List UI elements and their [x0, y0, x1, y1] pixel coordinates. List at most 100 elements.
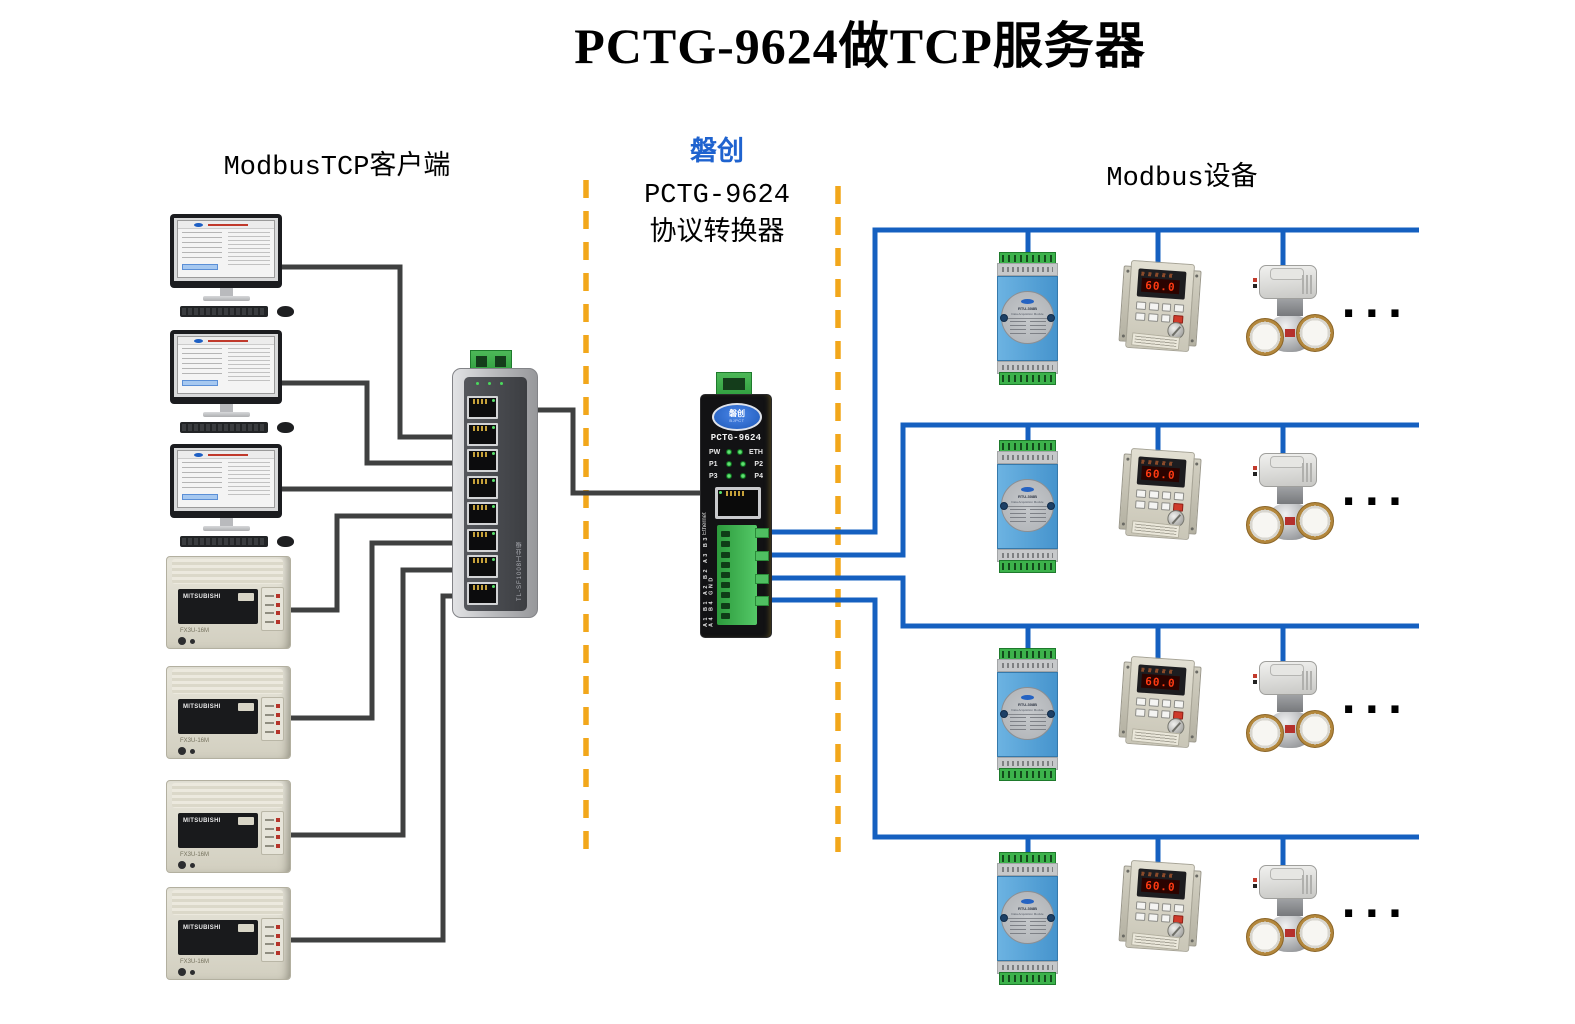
vfd-keypad: [1135, 489, 1185, 512]
devices-section-label: Modbus设备: [1106, 164, 1258, 194]
plc-potentiometer: [178, 968, 186, 976]
ellipsis-more-devices: ...: [1341, 469, 1411, 515]
monitor-base: [203, 526, 250, 531]
io-module: RTU-308B Data Acquisition Module: [997, 852, 1058, 985]
plc-front-panel: MITSUBISHI: [178, 813, 258, 848]
valve-actuator: [1259, 661, 1317, 695]
app-title-bar: [208, 224, 248, 226]
switch-port-8: [467, 581, 498, 605]
io-screw: [1000, 710, 1008, 718]
valve-flange: [1296, 502, 1334, 540]
plc-model-label: FX3U-16M: [180, 628, 210, 634]
vfd-display-value: 60.0: [1141, 277, 1180, 295]
plc-potentiometer: [190, 970, 195, 975]
switch-port-2: [467, 422, 498, 446]
vfd-display-panel: 60.0: [1136, 664, 1187, 696]
led-eth: [737, 449, 744, 455]
protocol-converter: 磐创 BJPCT PCTG-9624 PW ETH P1 P2 P3 P4 Et…: [700, 372, 780, 640]
io-screw: [1047, 710, 1055, 718]
io-brand-icon: [1021, 695, 1034, 700]
led-pw: [725, 449, 732, 455]
vfd-display-value: 60.0: [1141, 465, 1180, 483]
monitor-stand: [220, 288, 233, 296]
plc-model-label: FX3U-16M: [180, 959, 210, 965]
io-brand-icon: [1021, 487, 1034, 492]
plc-potentiometer: [190, 639, 195, 644]
terminal-tab-b2: [755, 551, 769, 561]
valve-flange: [1246, 714, 1284, 752]
config-software-window: [177, 336, 275, 394]
plc-led-panel: [261, 587, 284, 631]
vfd-inverter: 60.0: [1118, 447, 1202, 543]
ellipsis-more-devices: ...: [1341, 281, 1411, 327]
plc-potentiometer: [178, 747, 186, 755]
plc-model-label: FX3U-16M: [180, 852, 210, 858]
vfd-display-value: 60.0: [1141, 673, 1180, 691]
io-model-label: RTU-308B: [1017, 906, 1038, 911]
valve-flange: [1246, 918, 1284, 956]
plc-device: MITSUBISHI FX3U-16M: [166, 556, 291, 649]
keyboard: [180, 536, 268, 547]
switch-port-7: [467, 555, 498, 578]
monitor-screen: [170, 214, 282, 288]
io-screw: [1000, 314, 1008, 322]
io-brand-icon: [1021, 899, 1034, 904]
terminal-tab-b4: [755, 596, 769, 606]
io-screw: [1047, 914, 1055, 922]
converter-logo: 磐创 BJPCT: [712, 403, 762, 431]
config-software-window: [177, 450, 275, 508]
page-title: PCTG-9624做TCP服务器: [574, 18, 1146, 74]
io-module: RTU-308B Data Acquisition Module: [997, 440, 1058, 573]
modbus-device-row-3: RTU-308B Data Acquisition Module 60.0: [997, 648, 1437, 790]
motorized-valve: [1246, 453, 1334, 550]
config-software-window: [177, 220, 275, 278]
switch-port-1: [467, 396, 498, 419]
plc-front-panel: MITSUBISHI: [178, 589, 258, 624]
plc-vents: [172, 559, 283, 584]
io-desc-label: Data Acquisition Module: [1011, 312, 1044, 316]
plc-led-panel: [261, 697, 284, 741]
app-logo-icon: [194, 223, 203, 227]
plc-led-panel: [261, 918, 284, 962]
monitor-base: [203, 412, 250, 417]
vfd-keypad: [1135, 697, 1185, 720]
client-computer: [168, 330, 298, 434]
switch-port-3: [467, 449, 498, 472]
motorized-valve: [1246, 661, 1334, 758]
plc-potentiometer: [190, 863, 195, 868]
io-terminal-bottom: [999, 372, 1056, 385]
plc-vents: [172, 783, 283, 808]
ethernet-switch: TL-SF1008工业级: [452, 350, 538, 620]
plc-model-label: FX3U-16M: [180, 738, 210, 744]
modbus-device-row-2: RTU-308B Data Acquisition Module 60.0: [997, 440, 1437, 582]
io-module-faceplate: RTU-308B Data Acquisition Module: [1001, 891, 1054, 944]
ethernet-wires: [270, 264, 718, 943]
valve-actuator: [1259, 265, 1317, 299]
plc-front-panel: MITSUBISHI: [178, 920, 258, 955]
plc-front-panel: MITSUBISHI: [178, 699, 258, 734]
valve-flange: [1296, 710, 1334, 748]
switch-port-5: [467, 502, 498, 525]
valve-actuator: [1259, 865, 1317, 899]
vfd-inverter: 60.0: [1118, 655, 1202, 751]
modbus-device-row-1: RTU-308B Data Acquisition Module 60.0: [997, 252, 1437, 394]
plc-led-panel: [261, 811, 284, 855]
keyboard: [180, 422, 268, 433]
client-computer: [168, 214, 298, 318]
io-screw: [1047, 502, 1055, 510]
monitor-base: [203, 296, 250, 301]
mouse: [277, 422, 294, 433]
io-desc-label: Data Acquisition Module: [1011, 708, 1044, 712]
plc-device: MITSUBISHI FX3U-16M: [166, 666, 291, 759]
io-module-faceplate: RTU-308B Data Acquisition Module: [1001, 291, 1054, 344]
io-module: RTU-308B Data Acquisition Module: [997, 252, 1058, 385]
switch-port-6: [467, 528, 498, 552]
switch-status-leds: [476, 382, 503, 385]
vfd-display-value: 60.0: [1141, 877, 1180, 895]
io-terminal-bottom: [999, 972, 1056, 985]
valve-flange: [1246, 506, 1284, 544]
clients-section-label: ModbusTCP客户端: [223, 153, 451, 183]
plc-potentiometer: [178, 637, 186, 645]
io-desc-label: Data Acquisition Module: [1011, 500, 1044, 504]
